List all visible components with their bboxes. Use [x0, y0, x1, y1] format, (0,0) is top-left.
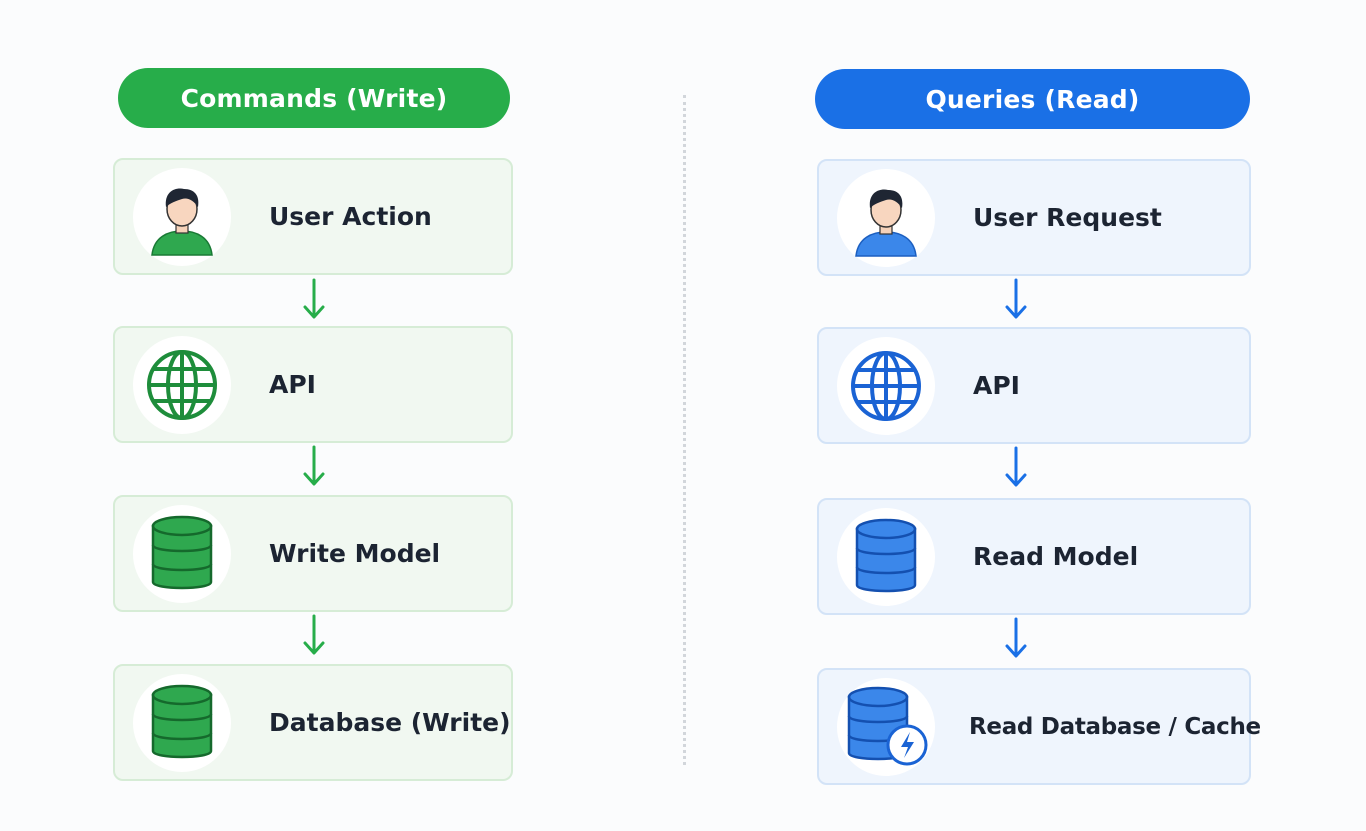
- database-cache-icon: [837, 677, 935, 776]
- write-step-label: Write Model: [269, 539, 441, 568]
- arrow-down-icon: [303, 278, 325, 319]
- read-step-api: API: [817, 327, 1251, 444]
- arrow-down-icon: [303, 614, 325, 655]
- read-step-label: API: [973, 371, 1020, 400]
- arrow-down-icon: [1005, 278, 1027, 319]
- queries-read-header: Queries (Read): [815, 69, 1250, 129]
- arrow-down-icon: [1005, 617, 1027, 658]
- read-step-read-database-cache: Read Database / Cache: [817, 668, 1261, 785]
- database-icon: [837, 507, 935, 606]
- read-step-label: User Request: [973, 203, 1162, 232]
- write-step-write-model: Write Model: [113, 495, 513, 612]
- write-step-label: User Action: [269, 202, 432, 231]
- globe-icon: [837, 336, 935, 435]
- commands-write-header: Commands (Write): [118, 68, 510, 128]
- user-icon: [837, 168, 935, 267]
- write-step-database: Database (Write): [113, 664, 513, 781]
- arrow-down-icon: [1005, 446, 1027, 487]
- read-step-label: Read Model: [973, 542, 1139, 571]
- write-step-label: API: [269, 370, 316, 399]
- write-step-user-action: User Action: [113, 158, 513, 275]
- read-step-user-request: User Request: [817, 159, 1251, 276]
- database-icon: [133, 673, 231, 772]
- write-step-label: Database (Write): [269, 708, 511, 737]
- arrow-down-icon: [303, 445, 325, 486]
- write-step-api: API: [113, 326, 513, 443]
- column-divider: [683, 95, 686, 765]
- user-icon: [133, 167, 231, 266]
- database-icon: [133, 504, 231, 603]
- read-step-label: Read Database / Cache: [969, 713, 1261, 740]
- globe-icon: [133, 335, 231, 434]
- read-step-read-model: Read Model: [817, 498, 1251, 615]
